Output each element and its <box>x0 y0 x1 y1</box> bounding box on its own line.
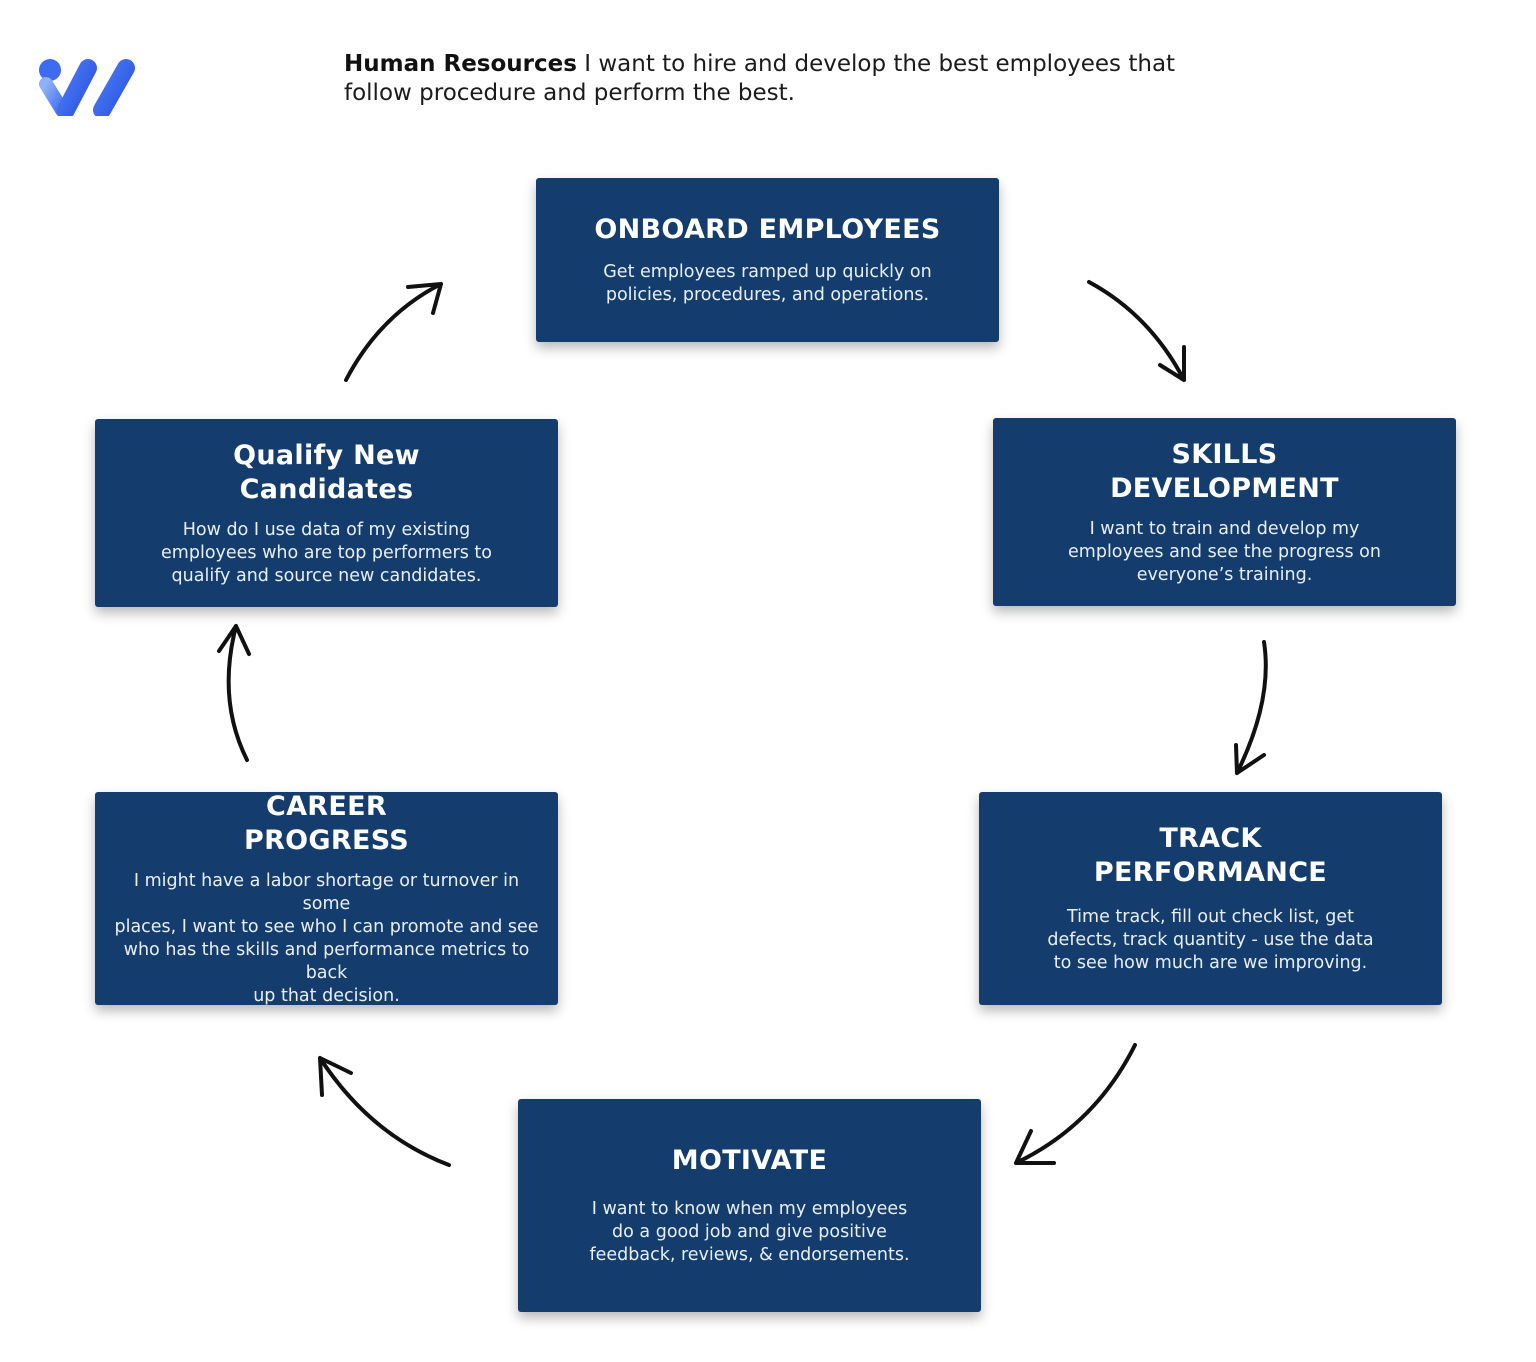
arrow-motivate-to-career <box>318 1056 451 1167</box>
step-track-performance: TRACK PERFORMANCE Time track, fill out c… <box>979 792 1442 1005</box>
step-title: ONBOARD EMPLOYEES <box>594 214 941 245</box>
arrow-career-to-qualify <box>217 624 251 762</box>
step-qualify-new-candidates: Qualify New Candidates How do I use data… <box>95 419 558 607</box>
step-description: How do I use data of my existing employe… <box>161 519 492 586</box>
arrow-qualify-to-onboard <box>344 282 443 382</box>
step-title: Qualify New Candidates <box>233 439 420 505</box>
header-text: I want to hire and develop the best empl… <box>344 51 1176 106</box>
step-description: Time track, fill out check list, get def… <box>1047 907 1374 973</box>
header-bold-text: Human Resources <box>344 51 577 77</box>
logo-stroke-right <box>93 59 135 116</box>
step-skills-development: SKILLS DEVELOPMENT I want to train and d… <box>993 418 1456 606</box>
step-description: I might have a labor shortage or turnove… <box>114 870 539 1006</box>
step-description: I want to know when my employees do a go… <box>589 1199 910 1265</box>
arrow-skills-to-track <box>1234 640 1268 775</box>
page-header: Human Resources I want to hire and devel… <box>344 50 1224 108</box>
arrow-track-to-motivate <box>1014 1043 1137 1165</box>
step-onboard-employees: ONBOARD EMPLOYEES Get employees ramped u… <box>536 178 999 342</box>
arrow-onboard-to-skills <box>1087 280 1186 382</box>
step-title: SKILLS DEVELOPMENT <box>1110 438 1339 504</box>
step-title: TRACK PERFORMANCE <box>1093 823 1328 888</box>
step-description: I want to train and develop my employees… <box>1068 518 1381 585</box>
logo-stroke-middle <box>57 59 97 116</box>
step-career-progress: CAREER PROGRESS I might have a labor sho… <box>95 790 558 1006</box>
step-title: CAREER PROGRESS <box>243 790 409 856</box>
step-description: Get employees ramped up quickly on polic… <box>603 262 932 305</box>
step-title: MOTIVATE <box>671 1145 828 1176</box>
company-logo <box>39 59 135 116</box>
step-motivate: MOTIVATE I want to know when my employee… <box>518 1099 981 1312</box>
logo-dot <box>39 59 61 81</box>
